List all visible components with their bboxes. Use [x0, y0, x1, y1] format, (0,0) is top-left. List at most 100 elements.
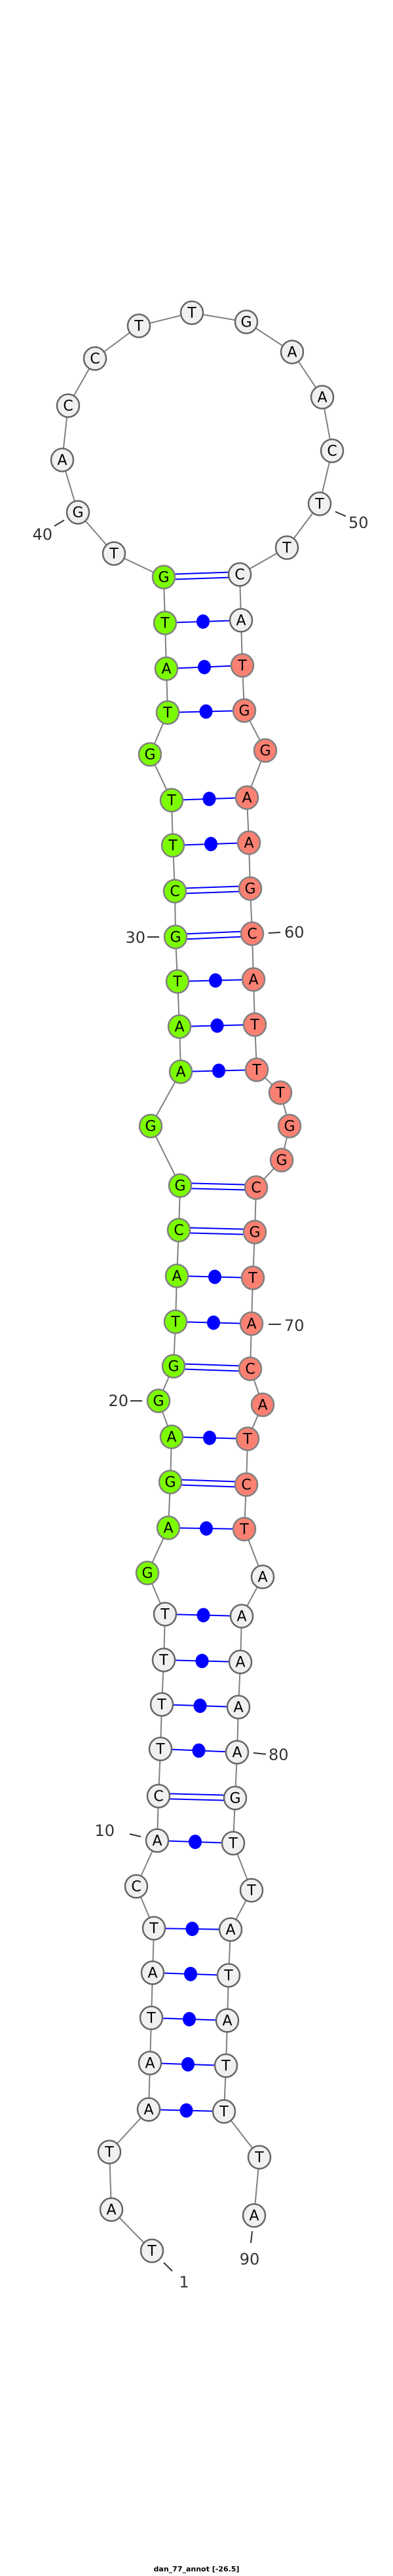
nucleotide-letter: T — [237, 658, 247, 675]
gc-bond-line — [173, 1367, 250, 1372]
nucleotide-letter: T — [187, 306, 196, 322]
base-pair — [174, 885, 251, 894]
nucleotide-letter: T — [157, 1697, 166, 1714]
nucleotide-letter: A — [176, 1065, 185, 1081]
nucleotide-51: T — [274, 535, 299, 560]
nucleotide-21: G — [161, 1354, 186, 1379]
nucleotide-82: T — [221, 1831, 246, 1856]
nucleotide-circle — [244, 1175, 269, 1200]
nucleotide-32: T — [160, 833, 185, 858]
nucleotide-circle — [160, 833, 185, 858]
gc-bond-line — [164, 576, 240, 580]
nucleotide-37: T — [153, 610, 178, 635]
nucleotide-circle — [124, 1874, 149, 1899]
bond-dot — [203, 1430, 216, 1445]
nucleotide-61: A — [241, 967, 266, 992]
nucleotide-circle — [146, 1784, 171, 1808]
nucleotide-circle — [97, 2140, 122, 2164]
nucleotide-85: T — [216, 1963, 241, 1988]
label-text: 30 — [125, 928, 145, 947]
nucleotide-circle — [146, 1388, 171, 1413]
nucleotide-64: T — [268, 1080, 293, 1105]
nucleotide-circle — [141, 1916, 166, 1941]
base-pair — [167, 704, 245, 719]
nucleotide-circle — [212, 2099, 236, 2124]
label-text: 10 — [94, 1822, 115, 1840]
nucleotide-34: G — [138, 742, 162, 767]
base-pair — [175, 1315, 252, 1330]
gc-bond-line — [175, 930, 252, 936]
nucleotide-letter: G — [249, 1225, 260, 1241]
bond-dot — [179, 2103, 193, 2118]
nucleotide-63: T — [244, 1057, 269, 1082]
nucleotide-24: C — [166, 1218, 191, 1243]
nucleotide-circle — [240, 921, 265, 946]
nucleotide-22: T — [163, 1309, 188, 1334]
nucleotide-circle — [66, 500, 90, 525]
nucleotide-6: T — [139, 2005, 164, 2030]
nucleotide-circle — [153, 610, 178, 635]
nucleotide-letter: T — [155, 1742, 165, 1758]
nucleotide-28: A — [167, 1014, 192, 1039]
base-pair — [177, 973, 254, 988]
position-label-70: 70 — [269, 1316, 305, 1335]
nucleotide-circle — [145, 1828, 170, 1853]
label-text: 1 — [179, 2273, 189, 2291]
bond-dot — [208, 1269, 221, 1284]
nucleotide-circle — [140, 1960, 165, 1985]
gc-bond-line — [179, 1227, 255, 1231]
base-pair — [170, 1479, 247, 1488]
gc-bond-line — [178, 1231, 255, 1235]
nucleotide-letter: A — [248, 972, 258, 989]
nucleotide-circle — [50, 448, 75, 472]
nucleotide-13: T — [149, 1692, 174, 1717]
nucleotide-46: G — [234, 309, 259, 334]
bond-dot — [210, 1018, 224, 1033]
nucleotide-78: A — [228, 1650, 253, 1674]
nucleotide-83: T — [239, 1878, 264, 1903]
base-pair — [157, 1835, 234, 1849]
nucleotide-47: A — [280, 340, 305, 364]
nucleotide-circle — [310, 385, 335, 410]
nucleotide-27: A — [168, 1059, 193, 1084]
nucleotide-letter: A — [147, 1966, 157, 1982]
nucleotide-letter: G — [170, 930, 181, 946]
nucleotide-50: T — [307, 491, 332, 516]
bond-dot — [209, 973, 222, 988]
nucleotide-letter: G — [240, 315, 252, 331]
nucleotide-10: A — [145, 1828, 170, 1853]
nucleotide-circle — [163, 1309, 188, 1334]
nucleotide-88: T — [212, 2099, 236, 2124]
base-pair — [163, 571, 240, 580]
nucleotide-16: G — [135, 1561, 160, 1585]
nucleotide-letter: A — [225, 1922, 235, 1939]
nucleotide-circle — [168, 1173, 193, 1198]
nucleotide-letter: T — [228, 1836, 238, 1852]
bond-dot — [199, 704, 213, 719]
nucleotide-letter: T — [166, 793, 176, 809]
base-pair — [153, 1922, 231, 1936]
nucleotide-41: A — [50, 448, 75, 472]
nucleotide-86: A — [215, 2008, 240, 2033]
label-text: 90 — [240, 2250, 260, 2268]
nucleotide-71: C — [238, 1356, 263, 1381]
nucleotide-circle — [126, 313, 151, 338]
nucleotide-letter: A — [236, 613, 246, 629]
base-pair — [168, 1521, 245, 1536]
nucleotide-letter: G — [144, 747, 155, 764]
nucleotide-letter: C — [170, 884, 179, 900]
base-pair — [166, 660, 243, 675]
nucleotide-letter: A — [152, 1833, 162, 1850]
nucleotide-74: C — [234, 1472, 259, 1497]
base-pair — [175, 930, 253, 940]
nucleotide-circle — [250, 1392, 275, 1417]
nucleotide-12: T — [148, 1737, 173, 1761]
nucleotide-letter: T — [282, 540, 291, 557]
gc-bond-line — [158, 1797, 235, 1801]
nucleotide-circle — [151, 1648, 176, 1672]
nucleotide-circle — [247, 2145, 272, 2170]
bond-dot — [200, 1521, 213, 1536]
nucleotide-18: G — [158, 1470, 183, 1494]
